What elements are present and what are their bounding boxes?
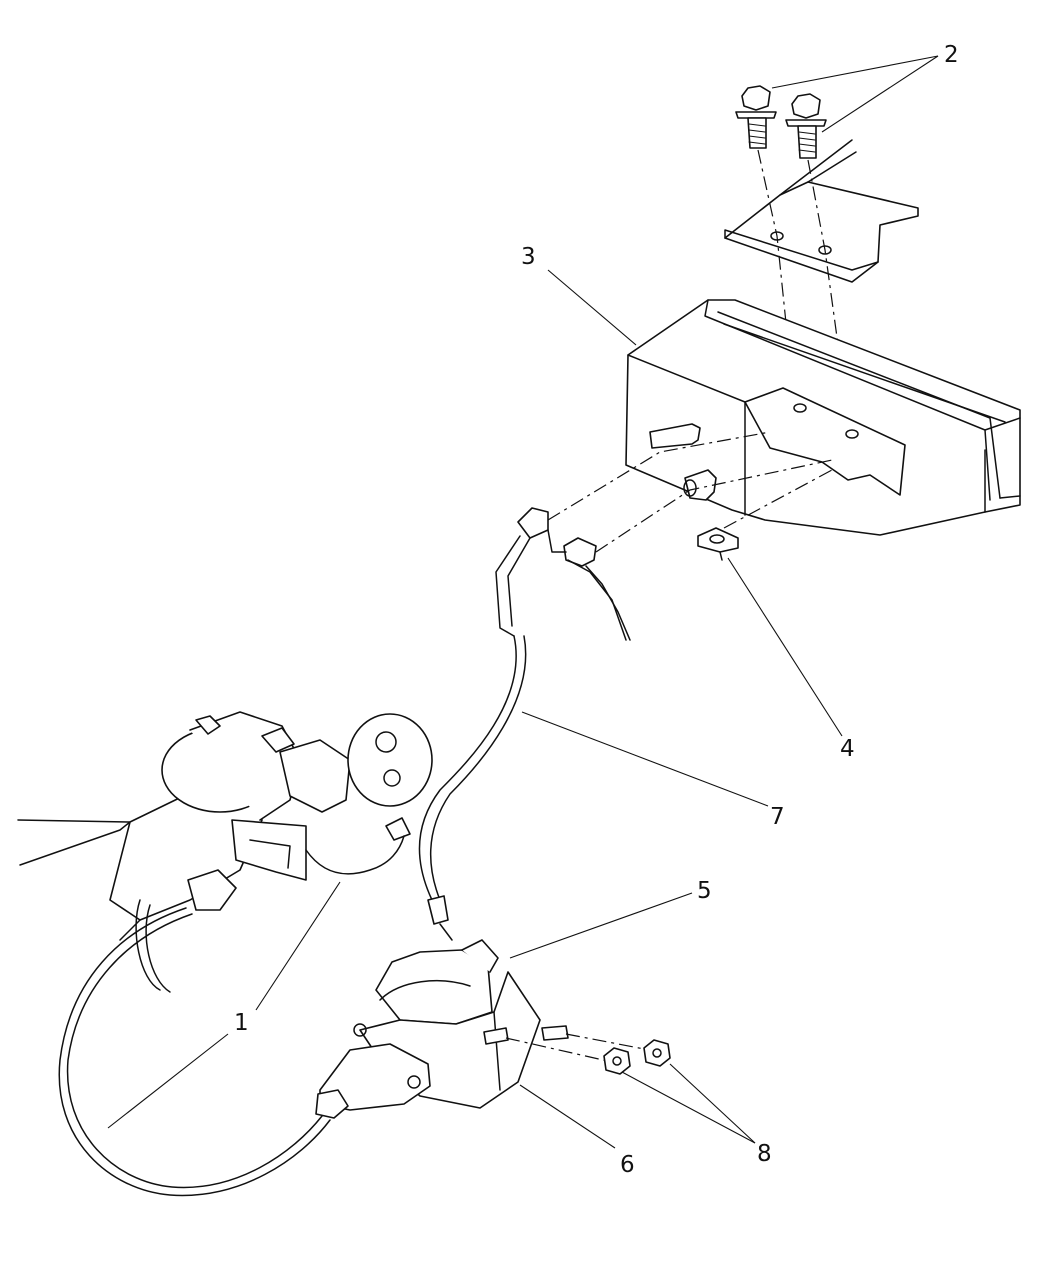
mounting-bracket bbox=[724, 139, 919, 283]
callout-2: 2 bbox=[944, 42, 959, 68]
callout-7: 7 bbox=[770, 804, 785, 830]
callout-4: 4 bbox=[840, 736, 855, 762]
bolt-right bbox=[785, 93, 827, 159]
throttle-assembly bbox=[17, 711, 433, 993]
bolt-left bbox=[735, 85, 777, 149]
studs-and-nuts bbox=[483, 1025, 671, 1075]
connector-axis-lower bbox=[595, 459, 833, 553]
clip-axis bbox=[723, 469, 833, 529]
bolt-axis-left bbox=[757, 149, 796, 411]
speed-control-cable bbox=[58, 907, 331, 1197]
control-module bbox=[625, 299, 1021, 536]
callout-5: 5 bbox=[697, 878, 712, 904]
clip-nut bbox=[697, 527, 739, 561]
callout-1: 1 bbox=[234, 1010, 249, 1036]
speed-control-cable-inner bbox=[66, 913, 323, 1189]
servo-assembly bbox=[315, 939, 541, 1119]
callout-3: 3 bbox=[521, 244, 536, 270]
leader-lines bbox=[107, 55, 939, 1149]
callout-6: 6 bbox=[620, 1152, 635, 1178]
bolt-axis-right bbox=[807, 159, 851, 433]
cable-assembly bbox=[418, 507, 631, 941]
callout-8: 8 bbox=[757, 1141, 772, 1167]
